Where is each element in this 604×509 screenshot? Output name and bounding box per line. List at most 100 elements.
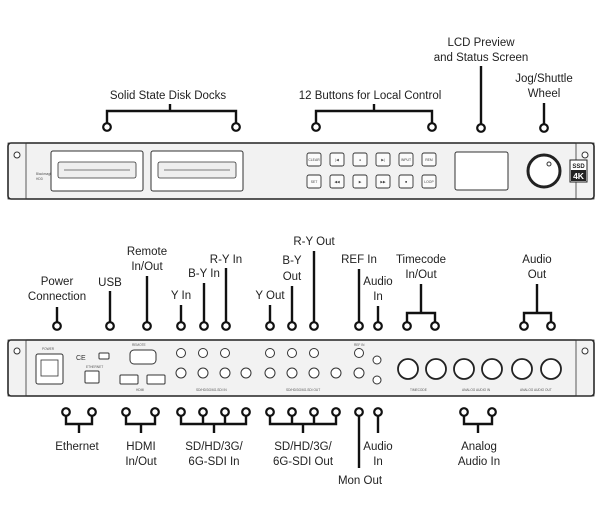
label-analog-line2: Audio In: [458, 456, 500, 468]
component-by-in[interactable]: [198, 348, 208, 358]
label-lcd-line1: LCD Preview: [447, 37, 515, 49]
button-stop-label: ■: [405, 180, 407, 184]
label-mon-out: Mon Out: [338, 475, 383, 487]
label-remote-line2: In/Out: [131, 261, 163, 273]
label-hdmi-line1: HDMI: [126, 441, 155, 453]
power-socket-inner: [40, 359, 59, 377]
button-rem[interactable]: [421, 152, 437, 167]
button-prev[interactable]: [329, 152, 345, 167]
xlr-analog-in-2[interactable]: [481, 358, 503, 380]
component-by-out[interactable]: [287, 348, 297, 358]
ref-panel-text: REF IN: [354, 343, 365, 347]
button-play[interactable]: [352, 174, 368, 189]
label-jog-line2: Wheel: [528, 88, 561, 100]
sdi-in-connectors: SD/HD/3G/6G-SDI IN: [175, 348, 252, 392]
button-record[interactable]: [352, 152, 368, 167]
sdi-in-2[interactable]: [197, 367, 209, 379]
button-record-label: ●: [359, 158, 361, 162]
usb-port[interactable]: [98, 352, 110, 360]
hdmi-in-port[interactable]: [119, 374, 139, 385]
label-jog-line1: Jog/Shuttle: [515, 73, 573, 85]
sdi-in-4[interactable]: [240, 367, 252, 379]
analog-in-panel-text: ANALOG AUDIO IN: [462, 388, 491, 392]
badge-ssd-text: SSD: [572, 164, 585, 170]
xlr-analog-out-1[interactable]: [511, 358, 533, 380]
button-stop[interactable]: [398, 174, 414, 189]
analog-out-panel-text: ANALOG AUDIO OUT: [520, 388, 552, 392]
component-ry-in[interactable]: [220, 348, 230, 358]
label-y-out: Y Out: [255, 290, 285, 302]
label-ref-in: REF In: [341, 254, 377, 266]
brand-text: Blackmagicdesign: [36, 172, 62, 176]
xlr-timecode-in[interactable]: [397, 358, 419, 380]
button-set[interactable]: [306, 174, 322, 189]
sdi-in-1[interactable]: [175, 367, 187, 379]
button-forward-label: ▶▶: [380, 180, 386, 184]
label-ry-in: R-Y In: [210, 254, 242, 266]
button-clear[interactable]: [306, 152, 322, 167]
label-by-out-line2: Out: [283, 271, 302, 283]
rear-right-ear: [575, 339, 595, 397]
label-timecode-line2: In/Out: [405, 269, 437, 281]
remote-panel-text: REMOTE: [132, 343, 146, 347]
button-play-label: ▶: [359, 180, 362, 184]
label-audio-in-top-line2: In: [373, 291, 383, 303]
jog-wheel-dimple: [546, 161, 552, 167]
button-loop[interactable]: [421, 174, 437, 189]
lcd-screen: [454, 151, 509, 191]
control-buttons: CLEAR |◀ ● ▶| INPUT REM SET ◀◀ ▶ ▶▶ ■ LO…: [306, 152, 437, 189]
sdi-in-panel-text: SD/HD/3G/6G-SDI IN: [196, 388, 227, 392]
rear-panel: POWER CE ETHERNET REMOTE HDMI SD/HD/3G/6…: [7, 339, 595, 397]
button-clear-label: CLEAR: [308, 158, 320, 162]
xlr-analog-in-1[interactable]: [453, 358, 475, 380]
button-rewind-label: ◀◀: [334, 180, 340, 184]
front-left-ear: [7, 142, 27, 200]
front-right-mount-hole: [581, 151, 589, 159]
badge-4k-bg: [571, 170, 586, 181]
label-ssd-docks: Solid State Disk Docks: [110, 90, 227, 102]
remote-port[interactable]: [129, 349, 157, 365]
audio-in-jack-bottom[interactable]: [372, 375, 382, 385]
sdi-out-connectors: SD/HD/3G/6G-SDI OUT: [264, 348, 342, 392]
power-panel-text: POWER: [42, 347, 55, 351]
button-input-label: INPUT: [401, 158, 411, 162]
label-timecode-line1: Timecode: [396, 254, 446, 266]
component-y-out[interactable]: [265, 348, 275, 358]
label-audio-out-line2: Out: [528, 269, 547, 281]
button-rewind[interactable]: [329, 174, 345, 189]
component-ry-out[interactable]: [309, 348, 319, 358]
label-audio-in-bottom-line2: In: [373, 456, 383, 468]
sdi-out-1[interactable]: [264, 367, 276, 379]
jog-shuttle-wheel[interactable]: [526, 153, 562, 189]
button-forward[interactable]: [375, 174, 391, 189]
sdi-out-3[interactable]: [308, 367, 320, 379]
label-ethernet: Ethernet: [55, 441, 99, 453]
label-sdi-in-line1: SD/HD/3G/: [185, 441, 243, 453]
label-by-out-line1: B-Y: [282, 255, 302, 267]
label-by-in: B-Y In: [188, 268, 220, 280]
ref-in-port[interactable]: [354, 348, 364, 358]
ethernet-panel-text: ETHERNET: [86, 365, 103, 369]
xlr-timecode-out[interactable]: [425, 358, 447, 380]
component-y-in[interactable]: [176, 348, 186, 358]
xlr-analog-out-2[interactable]: [540, 358, 562, 380]
audio-in-jack-top[interactable]: [372, 355, 382, 365]
mon-out-port[interactable]: [353, 367, 365, 379]
label-audio-in-bottom-line1: Audio: [363, 441, 392, 453]
sdi-out-2[interactable]: [286, 367, 298, 379]
button-next[interactable]: [375, 152, 391, 167]
badge-4k-text: 4K: [573, 171, 585, 181]
hdmi-out-port[interactable]: [146, 374, 166, 385]
label-lcd-line2: and Status Screen: [434, 52, 529, 64]
button-input[interactable]: [398, 152, 414, 167]
rear-right-mount-hole: [581, 347, 589, 355]
sdi-in-3[interactable]: [219, 367, 231, 379]
label-usb: USB: [98, 277, 122, 289]
sdi-out-panel-text: SD/HD/3G/6G-SDI OUT: [286, 388, 320, 392]
label-audio-in-top-line1: Audio: [363, 276, 392, 288]
ethernet-port[interactable]: [84, 370, 100, 384]
sdi-out-4[interactable]: [330, 367, 342, 379]
button-rem-label: REM: [425, 158, 433, 162]
label-analog-line1: Analog: [461, 441, 497, 453]
button-set-label: SET: [311, 180, 318, 184]
